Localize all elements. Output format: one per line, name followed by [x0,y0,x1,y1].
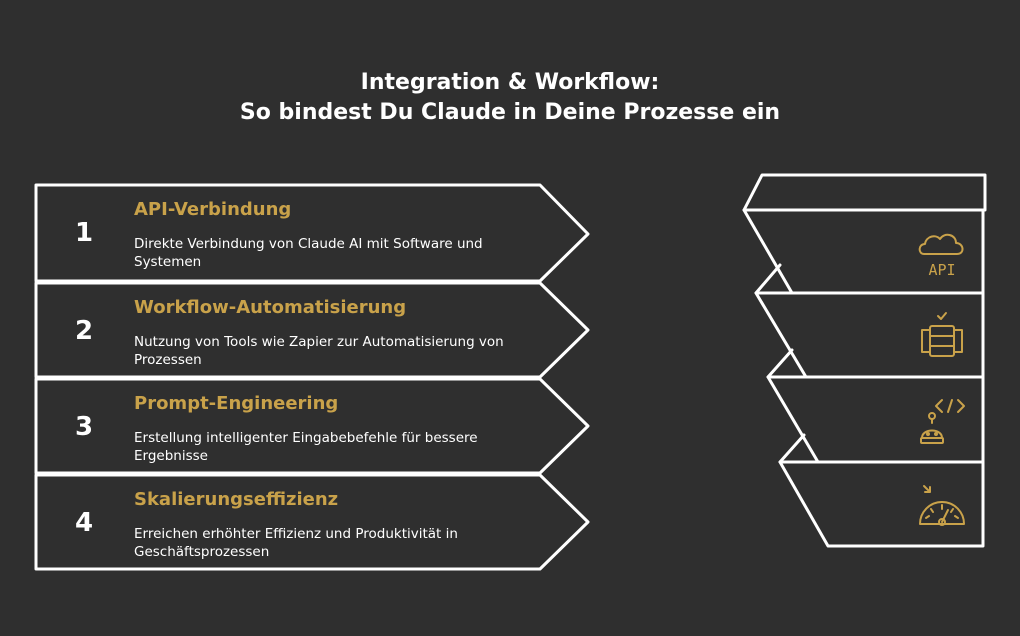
speedometer-icon [914,478,970,534]
server-check-icon [914,308,970,364]
step-number: 3 [74,412,94,442]
step-title: Workflow-Automatisierung [134,297,407,318]
step-panel-2 [34,281,590,379]
step-description: Nutzung von Tools wie Zapier zur Automat… [134,334,504,368]
icon-block-4 [778,460,985,548]
step-description: Erstellung intelligenter Eingabebefehle … [134,430,478,464]
step-panel-3 [34,377,590,475]
title-line-1: Integration & Workflow: [360,70,660,95]
block-connector-1 [754,263,782,295]
step-panel-1 [34,183,590,283]
step-3: 3 Prompt-Engineering Erstellung intellig… [36,379,586,475]
diagram-title: Integration & Workflow: So bindest Du Cl… [0,68,1020,128]
title-line-2: So bindest Du Claude in Deine Prozesse e… [239,100,781,125]
step-description: Direkte Verbindung von Claude AI mit Sof… [134,236,483,270]
step-number: 2 [74,316,94,346]
block-connector-3 [778,433,806,464]
api-icon-label: API [928,261,955,279]
step-number: 4 [74,508,94,538]
step-title: Skalierungseffizienz [134,489,339,510]
step-panel-4 [34,473,590,571]
step-1: 1 API-Verbindung Direkte Verbindung von … [36,185,586,281]
icon-block-top [742,173,987,212]
block-connector-2 [766,348,794,379]
step-4: 4 Skalierungseffizienz Erreichen erhöhte… [36,475,586,571]
robot-code-icon [914,394,970,450]
step-title: Prompt-Engineering [134,393,339,414]
step-2: 2 Workflow-Automatisierung Nutzung von T… [36,283,586,379]
step-description: Erreichen erhöhter Effizienz und Produkt… [134,526,458,560]
step-title: API-Verbindung [134,199,292,220]
cloud-api-icon: API [914,224,970,280]
step-number: 1 [74,218,94,248]
